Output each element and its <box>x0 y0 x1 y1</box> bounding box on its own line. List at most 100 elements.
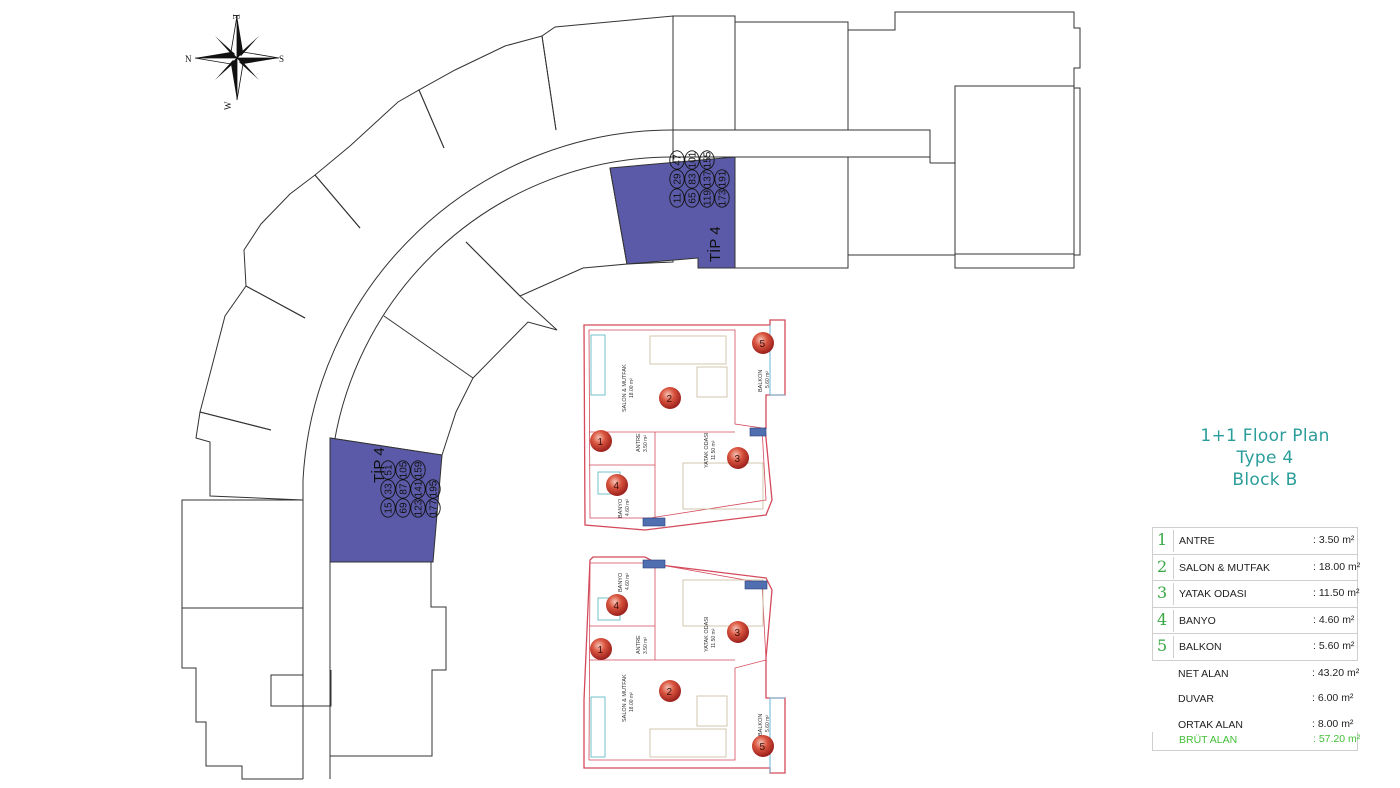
unit-number: 119 <box>703 190 714 206</box>
svg-text:3: 3 <box>735 454 741 465</box>
svg-text:5: 5 <box>760 742 766 753</box>
unit-number-ring <box>699 188 715 208</box>
plan-title-line1: 1+1 Floor Plan <box>1200 426 1330 446</box>
svg-text:3: 3 <box>735 628 741 639</box>
tip4-tag-upper: TİP 4 <box>706 226 724 262</box>
marker-1-lower: 1 <box>590 638 612 660</box>
marker-2-lower: 2 <box>659 680 681 702</box>
unit-number-ring <box>380 460 396 480</box>
unit-number-ring <box>410 460 426 480</box>
svg-text:11.50 m²: 11.50 m² <box>711 440 717 460</box>
unit-number: 65 <box>688 192 699 204</box>
svg-text:BANYO: BANYO <box>618 572 624 592</box>
svg-text:SALON & MUTFAK: SALON & MUTFAK <box>622 674 628 722</box>
unit-number-ring <box>425 498 441 518</box>
marker-3-lower: 3 <box>727 621 749 643</box>
compass-s: S <box>279 54 284 64</box>
unit-number: 101 <box>688 151 699 168</box>
marker-4-upper: 4 <box>606 474 628 496</box>
marker-5-lower: 5 <box>752 735 774 757</box>
unit-number: 33 <box>384 483 395 495</box>
marker-1-upper: 1 <box>590 430 612 452</box>
unit-number: 15 <box>384 502 395 514</box>
unit-number-ring <box>714 188 730 208</box>
unit-number-ring <box>410 498 426 518</box>
tip4-tag-lower: TİP 4 <box>370 447 388 483</box>
svg-text:3.50 m²: 3.50 m² <box>643 637 649 654</box>
compass-e: E <box>231 14 241 20</box>
unit-number: 47 <box>673 154 684 166</box>
unit-number: 105 <box>399 461 410 478</box>
svg-text:5: 5 <box>760 339 766 350</box>
svg-text:5.60 m²: 5.60 m² <box>765 715 771 732</box>
unit-number-ring <box>699 150 715 170</box>
compass-w: W <box>223 101 233 110</box>
marker-4-lower: 4 <box>606 594 628 616</box>
unit-number: 123 <box>414 499 425 516</box>
total-row: BRÜT ALAN: 57.20 m² <box>1152 731 1360 751</box>
unit-number-ring <box>669 188 685 208</box>
unit-number-ring <box>410 479 426 499</box>
unit-number-ring <box>395 479 411 499</box>
unit-number: 83 <box>688 173 699 185</box>
unit-number: 177 <box>429 499 440 516</box>
svg-text:YATAK ODASI: YATAK ODASI <box>704 616 710 652</box>
unit-number-ring <box>669 150 685 170</box>
svg-text:YATAK ODASI: YATAK ODASI <box>704 432 710 468</box>
unit-number: 155 <box>703 151 714 168</box>
svg-text:18.00 m²: 18.00 m² <box>629 378 635 398</box>
unit-number: 195 <box>429 480 440 497</box>
unit-number-ring <box>395 460 411 480</box>
plan-title-line3: Block B <box>1232 470 1298 490</box>
svg-text:4: 4 <box>614 601 620 612</box>
svg-text:SALON & MUTFAK: SALON & MUTFAK <box>622 364 628 412</box>
compass-n: N <box>185 54 192 64</box>
summary-row: DUVAR: 6.00 m² <box>1178 692 1354 705</box>
svg-text:ANTRE: ANTRE <box>636 635 642 654</box>
unit-number: 191 <box>718 170 729 187</box>
summary-row: ORTAK ALAN: 8.00 m² <box>1178 717 1354 731</box>
summary-row: NET ALAN: 43.20 m² <box>1178 666 1360 680</box>
unit-number-ring <box>684 188 700 208</box>
svg-text:BALKON: BALKON <box>758 714 764 736</box>
svg-text:1: 1 <box>598 645 604 656</box>
svg-text:3.50 m²: 3.50 m² <box>643 435 649 452</box>
svg-text:18.00 m²: 18.00 m² <box>629 692 635 712</box>
unit-number-ring <box>669 169 685 189</box>
floor-plan-upper: SALON & MUTFAK 18.00 m² ANTRE 3.50 m² YA… <box>583 319 786 531</box>
floor-plan-lower: SALON & MUTFAK 18.00 m² ANTRE 3.50 m² YA… <box>583 556 786 774</box>
svg-text:BANYO: BANYO <box>618 498 624 518</box>
unit-number-ring <box>395 498 411 518</box>
svg-text:4.60 m²: 4.60 m² <box>625 573 631 590</box>
svg-text:BALKON: BALKON <box>758 370 764 392</box>
unit-number-ring <box>425 479 441 499</box>
compass-rose-icon: N E S W <box>185 14 284 110</box>
unit-number: 51 <box>384 464 395 476</box>
unit-number-ring <box>380 498 396 518</box>
unit-number-ring <box>684 169 700 189</box>
unit-numbers-upper: 11 29 47 65 83 101 119 137 155 173 191 <box>669 150 730 208</box>
plan-title-line2: Type 4 <box>1236 448 1294 468</box>
svg-text:4.60 m²: 4.60 m² <box>625 499 631 516</box>
unit-number: 11 <box>673 192 684 203</box>
svg-text:ANTRE: ANTRE <box>636 433 642 452</box>
marker-3-upper: 3 <box>727 447 749 469</box>
unit-number-ring <box>714 169 730 189</box>
unit-number: 137 <box>703 170 714 187</box>
unit-number: 29 <box>673 173 684 185</box>
unit-number: 173 <box>718 189 729 206</box>
unit-highlight-lower <box>329 437 443 563</box>
unit-number-ring <box>684 150 700 170</box>
svg-text:5.60 m²: 5.60 m² <box>765 371 771 388</box>
svg-text:2: 2 <box>667 687 673 698</box>
building-outline <box>181 11 1081 780</box>
unit-number: 141 <box>414 480 425 497</box>
unit-highlight-upper <box>609 156 736 269</box>
svg-text:4: 4 <box>614 481 620 492</box>
